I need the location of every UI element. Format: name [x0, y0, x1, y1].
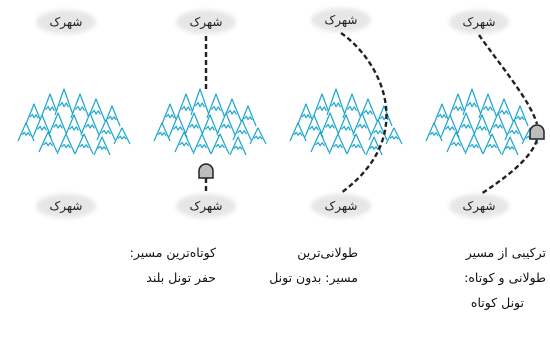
mountain-peak: [478, 93, 498, 119]
caption-detour: طولانی‌ترین مسیر: بدون تونل: [269, 245, 358, 285]
mountain-peak: [206, 93, 226, 119]
mountain-peak: [482, 133, 502, 155]
town-top-3: شهرک: [311, 8, 371, 32]
mountain-peak: [433, 103, 451, 125]
mountain-peak: [249, 127, 267, 145]
mountain-peak: [54, 88, 74, 116]
mountain-peak: [74, 133, 94, 155]
mountain-peak: [464, 133, 484, 155]
mountain-peak: [511, 105, 529, 127]
route-detour: [340, 32, 388, 194]
mountain-peak: [342, 93, 362, 119]
tunnel-portal-icon: [198, 163, 214, 179]
mountain-peak: [200, 114, 220, 138]
svg-text:شهرک: شهرک: [463, 199, 496, 214]
svg-text:شهرک: شهرک: [50, 15, 83, 30]
mountain-peak: [239, 105, 257, 127]
mountain-peak: [176, 93, 196, 119]
mountain-peak: [174, 131, 194, 153]
mountain-peak: [232, 119, 252, 141]
mountain-peak: [103, 105, 121, 127]
mountain-range-2: [153, 88, 267, 156]
mountain-peak: [385, 127, 403, 145]
mountain-peak: [38, 131, 58, 153]
mountain-peak: [346, 133, 366, 155]
mountain-peak: [113, 127, 131, 145]
mountain-range-1: [17, 88, 131, 156]
mountain-peak: [192, 133, 212, 155]
mountain-peak: [17, 122, 35, 142]
mountain-peak: [440, 114, 460, 138]
svg-text:شهرک: شهرک: [325, 13, 358, 28]
svg-text:شهرک: شهرک: [190, 15, 223, 30]
mountain-peak: [446, 131, 466, 153]
mountain-peak: [161, 103, 179, 125]
mountain-peak: [210, 133, 230, 155]
mountain-peak: [32, 114, 52, 138]
town-bottom-3: شهرک: [311, 194, 371, 218]
mountain-peak: [289, 122, 307, 142]
mountain-peak: [501, 136, 519, 156]
mountain-peak: [472, 114, 492, 138]
mountain-peak: [184, 112, 204, 136]
mountain-peak: [40, 93, 60, 119]
mountain-peak: [304, 114, 324, 138]
mountain-peak: [352, 112, 372, 136]
mountain-range-4: [425, 88, 539, 156]
mountain-peak: [320, 112, 340, 136]
town-top-4: شهرک: [449, 10, 509, 34]
mountain-peak: [312, 93, 332, 119]
mountain-peak: [297, 103, 315, 125]
caption-mixed: ترکیبی از مسیر طولانی و کوتاه: تونل کوتا…: [464, 245, 546, 310]
town-bottom-1: شهرک: [36, 194, 96, 218]
mountain-peak: [326, 88, 346, 116]
mountain-peak: [425, 122, 443, 142]
mountain-peak: [448, 93, 468, 119]
mountain-peak: [488, 112, 508, 136]
route-long-tunnel: [198, 36, 214, 192]
route-mixed: [478, 34, 545, 195]
mountain-peak: [56, 133, 76, 155]
mountain-peak: [504, 119, 524, 141]
mountain-peak: [64, 114, 84, 138]
svg-text:شهرک: شهرک: [463, 15, 496, 30]
mountain-peak: [48, 112, 68, 136]
mountain-peak: [229, 136, 247, 156]
mountain-peak: [70, 93, 90, 119]
town-top-1: شهرک: [36, 10, 96, 34]
mountain-peak: [153, 122, 171, 142]
svg-text:شهرک: شهرک: [50, 199, 83, 214]
mountain-peak: [456, 112, 476, 136]
mountain-peak: [168, 114, 188, 138]
mountain-peak: [310, 131, 330, 153]
mountain-peak: [80, 112, 100, 136]
mountain-peak: [190, 88, 210, 116]
mountain-peak: [462, 88, 482, 116]
mountain-peak: [336, 114, 356, 138]
mountain-peak: [25, 103, 43, 125]
svg-text:شهرک: شهرک: [325, 199, 358, 214]
town-top-2: شهرک: [176, 10, 236, 34]
mountain-range-3: [289, 88, 403, 156]
mountain-peak: [93, 136, 111, 156]
caption-long-tunnel: کوتاه‌ترین مسیر: حفر تونل بلند: [129, 245, 216, 285]
mountain-peak: [96, 119, 116, 141]
town-bottom-4: شهرک: [449, 194, 509, 218]
town-bottom-2: شهرک: [176, 194, 236, 218]
svg-text:شهرک: شهرک: [190, 199, 223, 214]
tunnel-portal-icon: [529, 124, 545, 140]
mountain-peak: [216, 112, 236, 136]
mountain-peak: [328, 133, 348, 155]
